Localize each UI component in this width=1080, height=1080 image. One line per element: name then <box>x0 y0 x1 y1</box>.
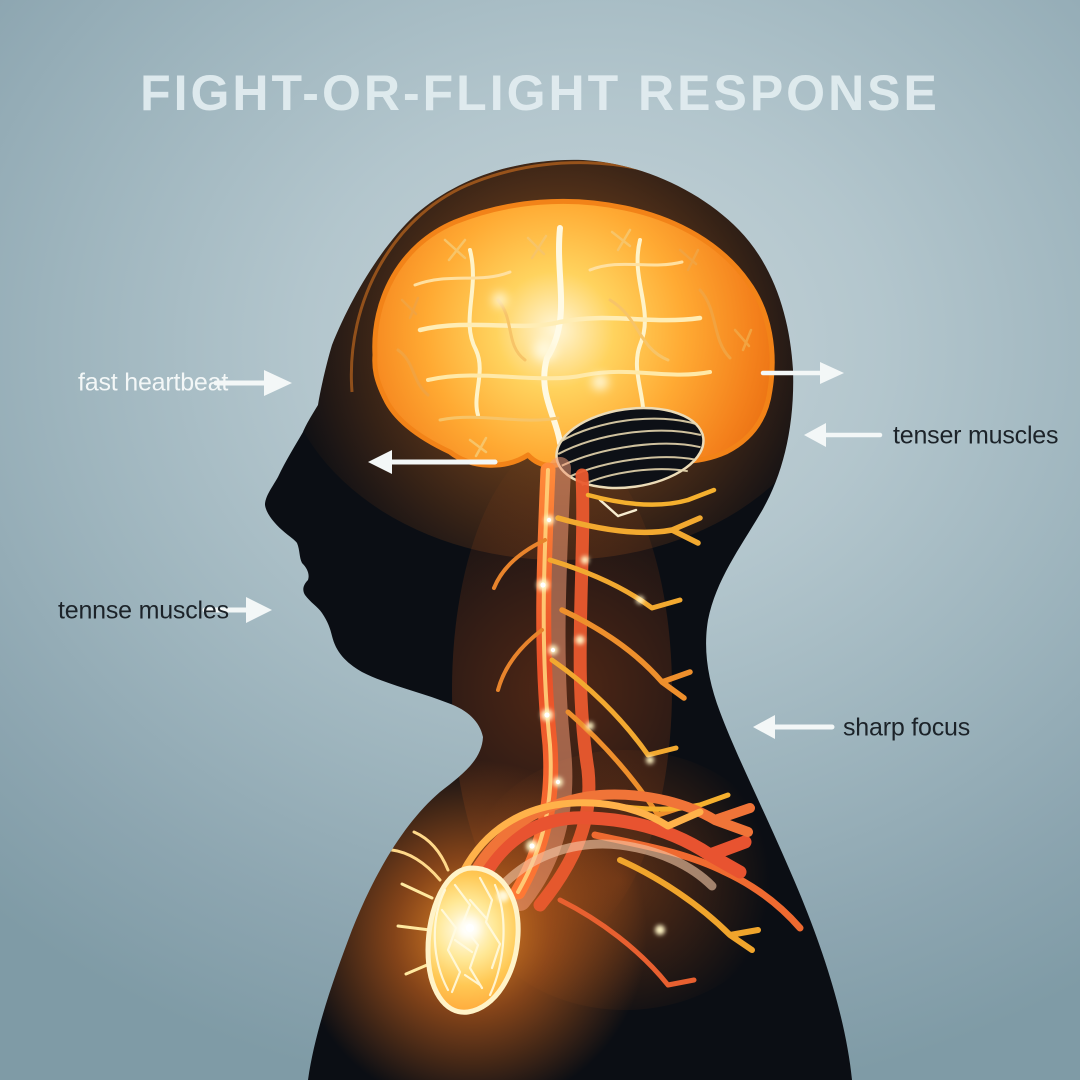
label-tennse-muscles: tennse muscles <box>58 596 229 625</box>
arrow-right-icon <box>760 362 844 384</box>
cerebellum-nerve-twigs <box>598 498 638 518</box>
label-tenser-muscles: tenser muscles <box>893 421 1059 450</box>
arrow-left-icon <box>368 450 498 474</box>
page-title: FIGHT-OR-FLIGHT RESPONSE <box>140 65 940 121</box>
heart-vessels <box>390 789 755 976</box>
glowing-brain <box>372 198 775 468</box>
arrow-right-icon <box>213 370 292 396</box>
spinal-cord-nerves <box>492 457 804 988</box>
glowing-heart <box>425 865 521 1015</box>
annotation-arrows <box>202 362 883 739</box>
label-sharp-focus: sharp focus <box>843 713 971 742</box>
label-fast-heartbeat: fast heartbeat <box>78 368 229 397</box>
nerve-sparkles <box>526 515 665 935</box>
arrow-left-icon <box>804 423 883 447</box>
arrow-left-icon <box>753 715 835 739</box>
arrow-right-icon <box>202 597 272 623</box>
